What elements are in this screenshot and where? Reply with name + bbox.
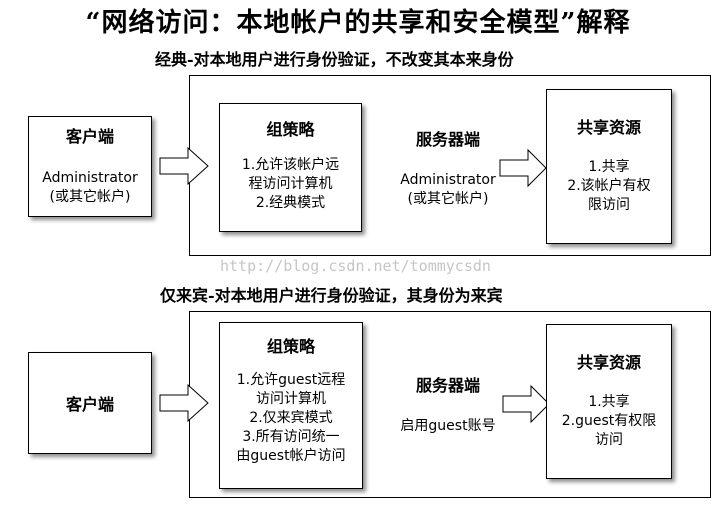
guest-share-title: 共享资源 — [576, 353, 641, 372]
guest-policy-item-1b: 访问计算机 — [256, 391, 326, 407]
classic-share-item-2b: 限访问 — [588, 197, 630, 213]
guest-policy-item-3b: 由guest帐户访问 — [236, 448, 346, 464]
classic-client-box: 客户端 Administrator (或其它帐户) — [28, 116, 152, 217]
classic-arrow-client-to-policy — [159, 146, 209, 186]
classic-share-box: 共享资源 1.共享 2.该帐户有权 限访问 — [546, 89, 672, 244]
guest-server-title: 服务器端 — [415, 376, 480, 395]
classic-share-item-1: 1.共享 — [588, 159, 630, 175]
guest-arrow-client-to-policy — [159, 383, 209, 423]
classic-policy-title: 组策略 — [266, 120, 315, 139]
guest-client-title: 客户端 — [65, 395, 114, 414]
classic-policy-item-2: 2.经典模式 — [255, 195, 326, 211]
guest-policy-item-1a: 1.允许guest远程 — [236, 372, 346, 388]
watermark-text: http://blog.csdn.net/tommycsdn — [220, 257, 491, 275]
classic-server-account-note: (或其它帐户) — [407, 191, 489, 207]
classic-section-label: 经典-对本地用户进行身份验证，不改变其本来身份 — [155, 50, 514, 69]
classic-client-account: Administrator — [42, 170, 138, 186]
guest-policy-item-3a: 3.所有访问统一 — [242, 429, 340, 445]
guest-arrow-server-to-share — [502, 384, 550, 424]
classic-client-title: 客户端 — [65, 127, 114, 146]
classic-server-account: Administrator — [400, 172, 496, 188]
guest-policy-box: 组策略 1.允许guest远程 访问计算机 2.仅来宾模式 3.所有访问统一 由… — [219, 322, 363, 489]
classic-arrow-server-to-share — [499, 148, 547, 188]
classic-policy-item-1b: 程访问计算机 — [248, 176, 333, 192]
guest-share-item-1: 1.共享 — [588, 394, 630, 410]
guest-share-item-2b: 访问 — [595, 432, 623, 448]
classic-policy-item-1a: 1.允许该帐户远 — [241, 157, 340, 173]
classic-policy-box: 组策略 1.允许该帐户远 程访问计算机 2.经典模式 — [219, 103, 362, 232]
guest-share-item-2a: 2.guest有权限 — [561, 413, 657, 429]
guest-section-label: 仅来宾-对本地用户进行身份验证，其身份为来宾 — [160, 286, 503, 305]
guest-client-box: 客户端 — [28, 352, 152, 454]
page-title: “网络访问：本地帐户的共享和安全模型”解释 — [85, 8, 631, 38]
classic-client-account-note: (或其它帐户) — [49, 189, 131, 205]
classic-share-title: 共享资源 — [576, 118, 641, 137]
classic-share-item-2a: 2.该帐户有权 — [567, 178, 651, 194]
guest-policy-item-2: 2.仅来宾模式 — [249, 410, 333, 426]
guest-policy-title: 组策略 — [266, 337, 315, 356]
classic-server-title: 服务器端 — [415, 130, 480, 149]
guest-server-note: 启用guest账号 — [400, 418, 496, 434]
guest-share-box: 共享资源 1.共享 2.guest有权限 访问 — [546, 324, 672, 479]
